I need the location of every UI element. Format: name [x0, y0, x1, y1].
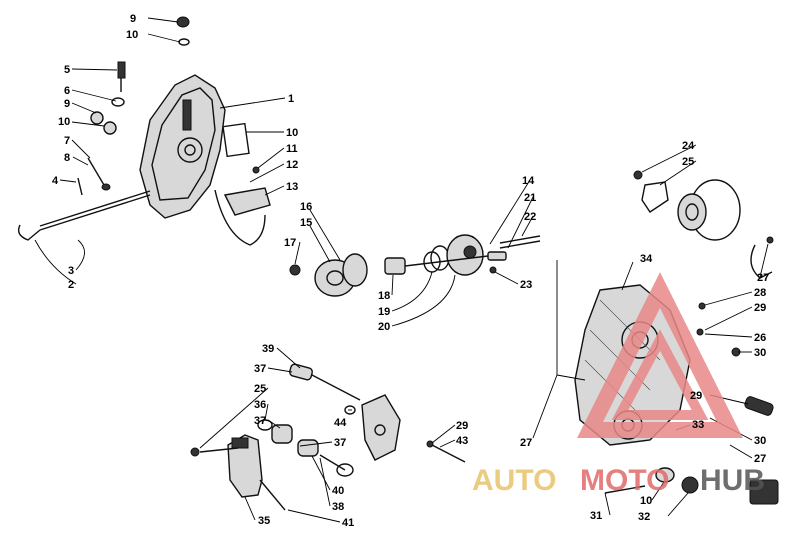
callout-21: 20 [378, 321, 390, 333]
callout-23: 22 [524, 211, 536, 223]
callout-3: 3 [68, 265, 74, 277]
callout-24: 23 [520, 279, 532, 291]
callout-41: 39 [262, 343, 274, 355]
callout-37: 36 [254, 399, 266, 411]
small-hardware-left [77, 16, 260, 196]
callout-25: 25 [254, 383, 266, 395]
bracket-part [223, 187, 271, 216]
callout-26: 25 [682, 156, 694, 168]
watermark-text-moto: MOTO [580, 464, 669, 497]
callout-9: 9 [64, 98, 70, 110]
callout-42: 41 [342, 517, 354, 529]
callout-17: 16 [300, 201, 312, 213]
callout-2: 2 [68, 279, 74, 291]
callout-27: 27 [754, 453, 766, 465]
callout-8: 8 [64, 152, 70, 164]
callout-37: 37 [254, 415, 266, 427]
callout-11: 10 [286, 127, 298, 139]
callout-30: 29 [754, 302, 766, 314]
callout-31: 30 [754, 347, 766, 359]
callout-22: 21 [524, 192, 536, 204]
dipstick-part [117, 61, 126, 92]
callout-38: 37 [254, 363, 266, 375]
callout-4: 4 [52, 175, 59, 187]
callout-29: 29 [690, 390, 702, 402]
callout-6: 6 [64, 85, 70, 97]
callout-5: 5 [64, 64, 70, 76]
watermark-text-hub: HUB [700, 464, 765, 497]
callout-25: 24 [682, 140, 695, 152]
callout-20: 19 [378, 306, 390, 318]
callout-10: 10 [58, 116, 70, 128]
callout-33: 32 [638, 511, 650, 523]
callout-30: 30 [754, 435, 766, 447]
chaincase-cover-part [139, 74, 266, 246]
callout-39: 38 [332, 501, 344, 513]
brake-disc-part [633, 170, 774, 279]
callout-40: 40 [332, 485, 344, 497]
caliper-assembly-part [190, 363, 466, 511]
watermark-logo: AUTO MOTO HUB [472, 272, 765, 497]
callout-28: 27 [757, 272, 769, 284]
callout-13: 12 [286, 159, 298, 171]
watermark-triangle-icon [577, 272, 743, 438]
callout-27: 26 [754, 332, 766, 344]
callout-19: 18 [378, 290, 390, 302]
watermark-text-auto: AUTO [472, 464, 556, 497]
callout-14: 13 [286, 181, 298, 193]
callout-1: 1 [288, 93, 294, 105]
sprocket-assembly-part [289, 234, 541, 297]
callout-29: 29 [456, 420, 468, 432]
callout-34: 33 [692, 419, 704, 431]
callout-7: 7 [64, 135, 70, 147]
callout-10: 10 [126, 29, 138, 41]
callout-35: 34 [640, 253, 653, 265]
callout-43: 43 [456, 435, 468, 447]
callout-37: 37 [334, 437, 346, 449]
callout-labels: 9 10 5 6 9 10 7 8 4 1 10 11 12 13 3 2 14… [52, 13, 769, 529]
callout-18: 17 [284, 237, 296, 249]
callout-9: 9 [130, 13, 136, 25]
callout-15: 14 [522, 175, 535, 187]
callout-27: 27 [520, 437, 532, 449]
watermark-triangle-inner [611, 329, 709, 420]
callout-12: 11 [286, 143, 298, 155]
callout-29: 28 [754, 287, 766, 299]
callout-32: 31 [590, 510, 602, 522]
gasket-part [222, 122, 250, 158]
callout-44: 44 [334, 417, 347, 429]
callout-36: 35 [258, 515, 270, 527]
callout-10: 10 [640, 495, 652, 507]
callout-16: 15 [300, 217, 312, 229]
shaft-part [17, 190, 151, 241]
